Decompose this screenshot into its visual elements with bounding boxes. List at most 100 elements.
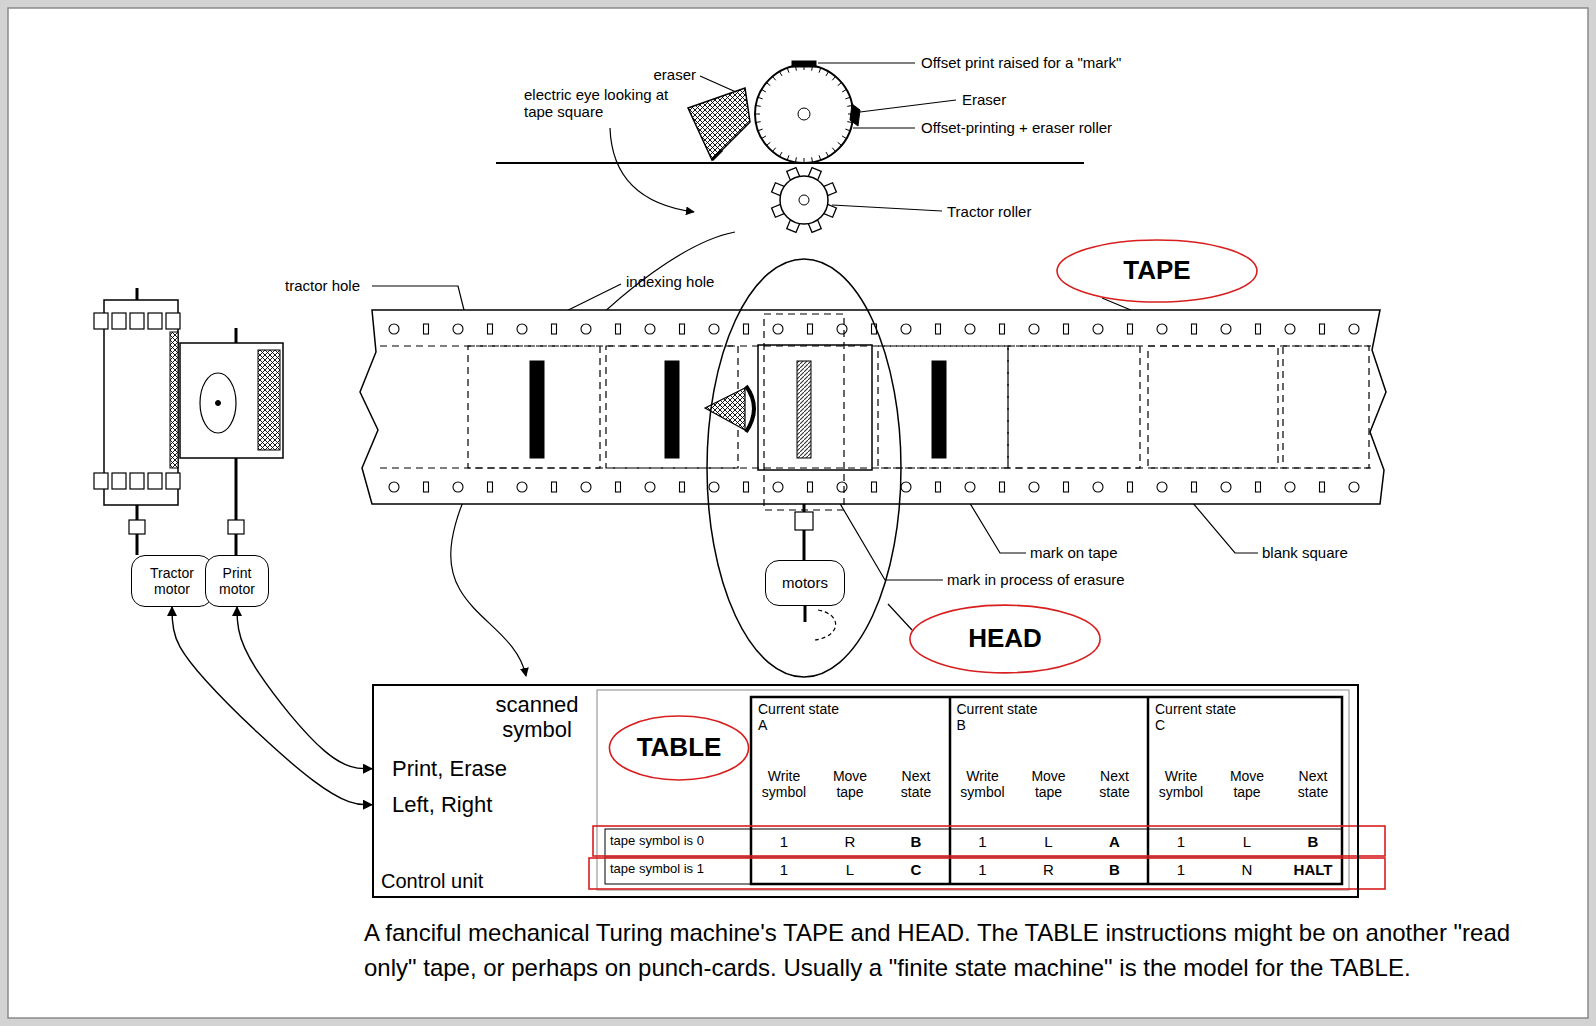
print-head-assembly — [766, 83, 770, 86]
tape — [901, 324, 911, 334]
motor-assemblies — [112, 473, 126, 489]
print-head-assembly — [799, 195, 809, 205]
part-label: electric eye looking at tape square — [524, 86, 674, 121]
leader-line — [860, 100, 956, 112]
motor-box: Print motor — [205, 555, 269, 607]
motor-assemblies — [166, 473, 180, 489]
tape — [552, 324, 557, 334]
table-grid — [593, 826, 1385, 856]
tape — [744, 324, 749, 334]
print-head-assembly — [845, 129, 850, 131]
motor-assemblies — [112, 313, 126, 329]
print-head-assembly — [755, 65, 853, 163]
tape-callout: TAPE — [1055, 238, 1259, 304]
tape — [965, 482, 975, 492]
tape — [616, 324, 621, 334]
table-grid — [751, 829, 1342, 830]
part-label: mark on tape — [1030, 544, 1118, 561]
table-header: Write symbol — [753, 768, 815, 800]
tape — [453, 482, 463, 492]
motor-assemblies — [235, 328, 238, 343]
tape — [1192, 324, 1197, 334]
head-callout: HEAD — [908, 603, 1102, 675]
tape — [1256, 324, 1261, 334]
tape — [645, 482, 655, 492]
print-head-assembly — [845, 97, 850, 99]
head-outline — [707, 259, 901, 677]
motor-assemblies — [94, 313, 108, 329]
head-outline — [815, 610, 836, 640]
leader-line — [700, 76, 736, 92]
motor-box: Tractor motor — [131, 555, 213, 607]
table-cell: R — [819, 833, 881, 850]
motor-assemblies — [235, 458, 238, 555]
print-head-assembly — [756, 121, 761, 123]
table-cell: 1 — [753, 833, 815, 850]
tape — [1349, 324, 1359, 334]
tape — [764, 314, 844, 510]
table-header: Move tape — [1216, 768, 1278, 800]
tape — [424, 324, 429, 334]
print-head-assembly — [496, 61, 1084, 232]
tape — [1256, 482, 1261, 492]
motor-assemblies — [148, 313, 162, 329]
print-head-assembly — [842, 136, 846, 139]
node-text: motors — [782, 574, 828, 591]
tape — [837, 324, 847, 334]
motor-box: motors — [765, 560, 845, 606]
tape — [645, 324, 655, 334]
table-cell: B — [1084, 861, 1146, 878]
tape — [680, 324, 685, 334]
part-label: Offset print raised for a "mark" — [921, 54, 1121, 71]
tape — [1000, 324, 1005, 334]
leader-line — [888, 604, 912, 630]
print-head-assembly — [762, 136, 766, 139]
part-label: blank square — [1262, 544, 1348, 561]
tape — [936, 482, 941, 492]
table-header: Current state B — [957, 701, 1049, 733]
tape — [872, 482, 877, 492]
print-head-assembly — [826, 152, 829, 156]
tape — [1000, 482, 1005, 492]
part-label: Eraser — [962, 91, 1006, 108]
tape — [837, 482, 847, 492]
tape — [1157, 324, 1167, 334]
tape — [1029, 482, 1039, 492]
tape — [744, 482, 749, 492]
table-cell: R — [1018, 861, 1080, 878]
motor-assemblies — [216, 401, 221, 406]
head-outline — [804, 606, 807, 622]
print-head-assembly — [780, 176, 828, 224]
print-head-assembly — [804, 158, 805, 163]
leader-line — [832, 205, 942, 211]
table-grid — [589, 858, 1385, 889]
table-header: Write symbol — [1150, 768, 1212, 800]
node-text: HEAD — [968, 624, 1042, 654]
callout-ellipse — [609, 716, 748, 780]
table-cell: N — [1216, 861, 1278, 878]
table-cell: L — [1018, 833, 1080, 850]
motor-assemblies — [148, 473, 162, 489]
caption: A fanciful mechanical Turing machine's T… — [364, 916, 1539, 986]
tape — [932, 361, 946, 458]
node-text: Print motor — [206, 565, 268, 597]
tape — [581, 482, 591, 492]
tape — [389, 482, 399, 492]
table-cell: 1 — [952, 833, 1014, 850]
motor-assemblies — [166, 313, 180, 329]
head-outline — [795, 512, 813, 530]
table-header: Next state — [885, 768, 947, 800]
tape — [758, 345, 872, 470]
print-head-assembly — [755, 114, 760, 115]
tape — [1093, 482, 1103, 492]
tape — [1157, 482, 1167, 492]
head-outline — [707, 259, 901, 677]
tape — [709, 482, 719, 492]
table-cell: L — [819, 861, 881, 878]
frame — [8, 8, 1588, 1018]
print-head-assembly — [496, 162, 1084, 164]
leader-line — [610, 128, 694, 212]
